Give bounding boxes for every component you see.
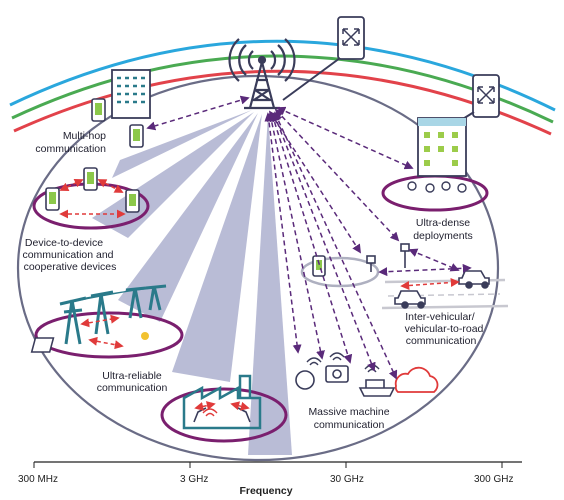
zone-factory: [160, 387, 288, 443]
zone-urc: [34, 311, 184, 359]
label-d2d-line2: communication and: [22, 249, 113, 261]
label-mmc-line1: Massive machine: [308, 406, 389, 418]
iot-icons: [295, 365, 396, 397]
label-v2x-line3: communication: [406, 335, 477, 347]
gauge-icon: [295, 370, 315, 390]
frequency-axis: 300 MHz 3 GHz 30 GHz 300 GHz Frequency: [18, 461, 522, 497]
device-links: [59, 179, 460, 411]
office-building-icon: [111, 69, 151, 119]
relay-node-icon: [337, 16, 365, 60]
label-udd: Ultra-dense deployments: [413, 217, 473, 242]
robot-arm-icons: [193, 407, 251, 423]
label-v2x-line2: vehicular-to-road: [405, 323, 484, 335]
network-links: [146, 95, 472, 380]
label-multihop-line1: Multi-hop: [63, 130, 106, 142]
tick-label-3ghz: 3 GHz: [180, 474, 208, 485]
ship-icon: [358, 379, 396, 397]
beam-factory: [172, 114, 262, 382]
axis-title: Frequency: [239, 485, 292, 497]
label-v2x-line1: Inter-vehicular/: [405, 311, 475, 323]
label-multihop-line2: communication: [35, 143, 106, 155]
beam-urc: [118, 113, 258, 322]
label-d2d-line1: Device-to-device: [25, 237, 103, 249]
label-d2d-line3: cooperative devices: [24, 261, 117, 273]
label-urc-line2: communication: [97, 382, 168, 394]
small-cell-icon: [366, 243, 410, 272]
zone-udd: [381, 174, 489, 212]
tick-label-30ghz: 30 GHz: [330, 474, 364, 485]
car-icon: [394, 270, 490, 309]
factory-icon: [182, 374, 262, 430]
beams: [92, 110, 292, 455]
label-v2x: Inter-vehicular/ vehicular-to-road commu…: [405, 311, 484, 347]
label-udd-line1: Ultra-dense: [416, 217, 470, 229]
dense-building-icon: [407, 117, 467, 193]
label-udd-line2: deployments: [413, 230, 473, 242]
relay-link: [282, 57, 341, 101]
label-d2d: Device-to-device communication and coope…: [22, 237, 116, 273]
tick-label-300ghz: 300 GHz: [474, 474, 513, 485]
label-multihop: Multi-hop communication: [35, 130, 106, 155]
iot-cloud-icon: [394, 366, 439, 393]
tick-label-300mhz: 300 MHz: [18, 474, 58, 485]
relay-node-icon-2: [472, 74, 500, 118]
solar-panel-icon: [30, 332, 149, 353]
label-urc: Ultra-reliable communication: [97, 370, 168, 394]
label-mmc-line2: communication: [314, 419, 385, 431]
label-mmc: Massive machine communication: [308, 406, 389, 431]
cell-tower-icon: [228, 38, 296, 110]
label-urc-line1: Ultra-reliable: [102, 370, 162, 382]
